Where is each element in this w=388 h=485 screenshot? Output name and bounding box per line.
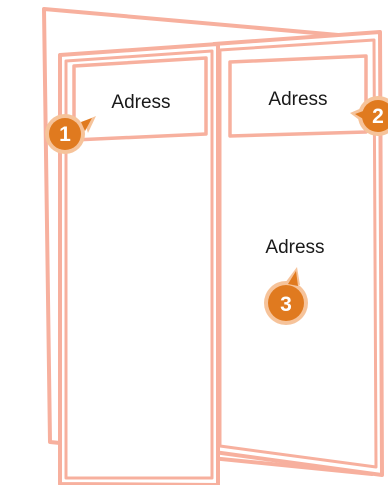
- number-badge-3: 3: [264, 267, 308, 325]
- address-box-1: Adress: [72, 56, 208, 142]
- number-badge-1-text: 1: [59, 123, 71, 146]
- brochure-left-panel: [58, 42, 220, 485]
- address-box-1-label: Adress: [111, 92, 170, 113]
- number-badge-3-text: 3: [280, 293, 292, 316]
- number-badge-2: 2: [350, 96, 388, 136]
- number-badge-2-text: 2: [372, 105, 384, 128]
- center-address-label: Adress: [265, 237, 324, 258]
- address-box-2-label: Adress: [268, 89, 327, 110]
- brochure-left-panel-inner: [64, 49, 214, 480]
- number-badge-1: 1: [45, 114, 96, 154]
- address-box-2: Adress: [228, 54, 368, 138]
